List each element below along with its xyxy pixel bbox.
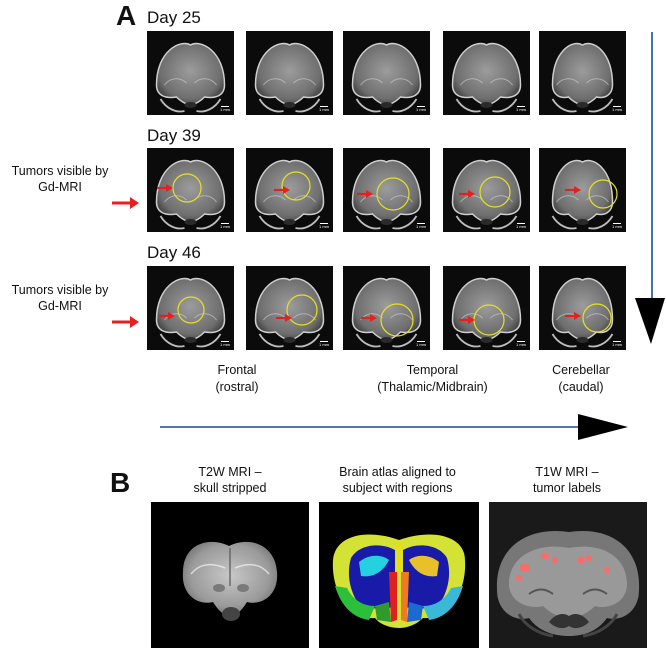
mri-scan: 1 mm — [539, 148, 626, 232]
mri-scan: 1 mm — [147, 266, 234, 350]
mri-scan: 1 mm — [343, 266, 430, 350]
mri-scan: 1 mm — [539, 266, 626, 350]
scale-bar: 1 mm — [516, 107, 526, 112]
column-caption: Frontal (rostral) — [215, 363, 259, 394]
scale-bar: 1 mm — [516, 342, 526, 347]
t2w-skull-stripped-image — [151, 502, 309, 648]
scale-bar: 1 mm — [220, 107, 230, 112]
mri-scan: 1 mm — [539, 31, 626, 115]
time-axis-arrow-icon — [635, 32, 665, 344]
scale-bar: 1 mm — [416, 342, 426, 347]
day-label: Day 46 — [147, 243, 201, 262]
panel-b-letter: B — [110, 467, 131, 498]
image-title: T1W MRI – tumor labels — [532, 465, 602, 495]
scale-bar: 1 mm — [516, 224, 526, 229]
mri-scan: 1 mm — [246, 266, 333, 350]
image-title: T2W MRI – skull stripped — [193, 465, 267, 495]
t1w-tumor-labels-image — [489, 502, 647, 648]
mri-scan: 1 mm — [343, 148, 430, 232]
scale-bar: 1 mm — [612, 107, 622, 112]
scale-bar: 1 mm — [319, 342, 329, 347]
tumor-arrow-icon — [112, 197, 139, 209]
scale-bar: 1 mm — [220, 224, 230, 229]
column-caption: Cerebellar (caudal) — [552, 363, 610, 394]
mri-scan: 1 mm — [443, 266, 530, 350]
column-caption: Temporal (Thalamic/Midbrain) — [377, 363, 488, 394]
scale-bar: 1 mm — [220, 342, 230, 347]
scale-bar: 1 mm — [416, 224, 426, 229]
side-label: Tumors visible by Gd-MRI — [11, 283, 109, 313]
mri-scan: 1 mm — [147, 31, 234, 115]
mri-scan: 1 mm — [246, 31, 333, 115]
brain-atlas-image — [319, 502, 479, 648]
scale-bar: 1 mm — [612, 224, 622, 229]
scale-bar: 1 mm — [319, 224, 329, 229]
panel-a-letter: A — [116, 0, 137, 31]
day-label: Day 25 — [147, 8, 201, 27]
position-axis-arrow-icon — [160, 414, 628, 440]
mri-scan: 1 mm — [147, 148, 234, 232]
scale-bar: 1 mm — [416, 107, 426, 112]
scale-bar: 1 mm — [319, 107, 329, 112]
mri-scan: 1 mm — [343, 31, 430, 115]
mri-scan: 1 mm — [246, 148, 333, 232]
mri-scan: 1 mm — [443, 31, 530, 115]
tumor-arrow-icon — [112, 316, 139, 328]
day-label: Day 39 — [147, 126, 201, 145]
scale-bar: 1 mm — [612, 342, 622, 347]
side-label: Tumors visible by Gd-MRI — [11, 164, 109, 194]
image-title: Brain atlas aligned to subject with regi… — [339, 465, 456, 495]
mri-scan: 1 mm — [443, 148, 530, 232]
